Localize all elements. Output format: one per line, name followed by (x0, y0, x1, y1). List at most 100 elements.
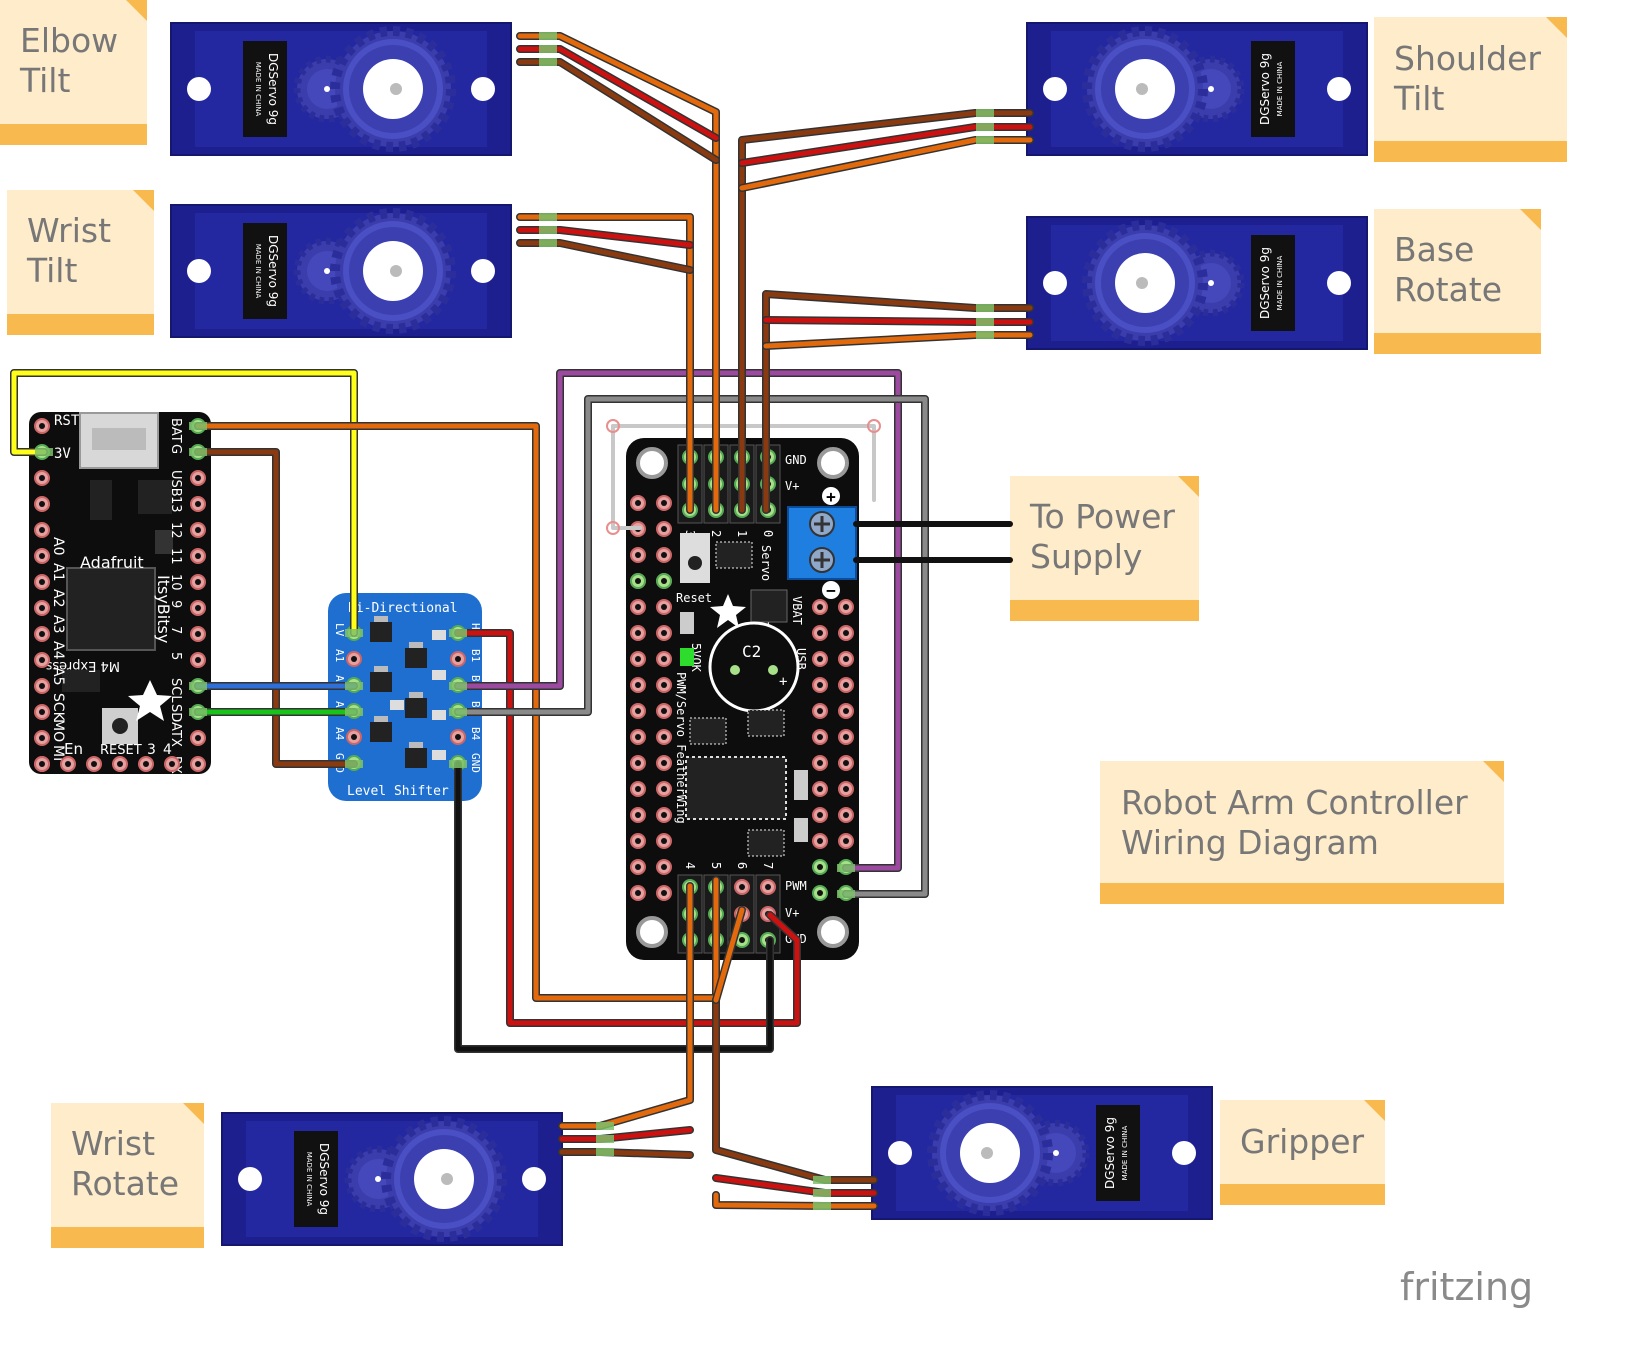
note-power-line2: Supply (1030, 537, 1142, 576)
featherwing-left-pin (656, 729, 672, 745)
svg-text:ItsyBitsy: ItsyBitsy (154, 575, 173, 643)
note-wrist-tilt-line1: Wrist (27, 211, 111, 250)
note-wrist-rotate: Wrist Rotate (51, 1103, 204, 1248)
featherwing-left-pin (656, 885, 672, 901)
svg-text:C2: C2 (742, 642, 761, 661)
shifter-left-pin (346, 651, 362, 667)
shifter-right-pin (450, 729, 466, 745)
itsybitsy-right-pin-label: SDA (168, 704, 183, 731)
wires (10, 32, 1034, 1210)
itsybitsy-right-pin-label: USB (168, 470, 183, 497)
featherwing-right-pin (812, 885, 828, 901)
svg-text:RESET: RESET (100, 743, 142, 758)
svg-text:−: − (826, 581, 836, 600)
featherwing-left-pin (630, 885, 646, 901)
itsybitsy-left-pin-label: A5 (50, 667, 66, 685)
itsybitsy-right-pin-label: 7 (168, 626, 183, 634)
itsybitsy-right-pin (190, 548, 206, 564)
featherwing-left-pin (656, 651, 672, 667)
itsybitsy-left-pin (34, 574, 50, 590)
servo-channel-label: 2 (709, 530, 723, 537)
shifter-right-pin (450, 651, 466, 667)
featherwing-left-pin (656, 755, 672, 771)
note-base-line2: Rotate (1394, 270, 1502, 309)
shifter-right-label: GND (469, 753, 482, 773)
featherwing-right-pin (838, 651, 854, 667)
itsybitsy-right-pin-label: SCL (168, 678, 183, 703)
note-gripper-line1: Gripper (1240, 1122, 1365, 1161)
featherwing-left-pin (656, 703, 672, 719)
svg-text:PWM/Servo FeatherWing: PWM/Servo FeatherWing (674, 672, 688, 824)
svg-text:V+: V+ (785, 479, 799, 493)
featherwing-right-pin (812, 781, 828, 797)
shifter-right-label: B1 (469, 649, 482, 662)
note-shoulder-line1: Shoulder (1394, 39, 1541, 78)
featherwing-right-pin (838, 807, 854, 823)
featherwing-left-pin (656, 807, 672, 823)
featherwing-right-pin (812, 651, 828, 667)
featherwing-right-pin (812, 755, 828, 771)
svg-text:RST: RST (54, 413, 80, 429)
itsybitsy-left-pin (34, 704, 50, 720)
itsybitsy-left-pin (34, 522, 50, 538)
itsybitsy-left-pin-label: SCK (50, 693, 66, 722)
featherwing-right-pin (838, 703, 854, 719)
featherwing-left-pin (630, 625, 646, 641)
svg-text:Level Shifter: Level Shifter (347, 784, 449, 799)
itsybitsy-left-pin-label: A2 (50, 589, 66, 607)
svg-text:MADE IN CHINA: MADE IN CHINA (305, 1152, 313, 1207)
servo-channel-label: 0 (761, 530, 775, 537)
note-shoulder-tilt: Shoulder Tilt (1374, 17, 1567, 162)
itsybitsy-right-pin (190, 626, 206, 642)
servo-base-rotate: DGServo 9g MADE IN CHINA (1027, 217, 1367, 349)
featherwing-left-pin (630, 495, 646, 511)
servo-elbow-tilt: DGServo 9g MADE IN CHINA (171, 23, 511, 155)
featherwing-right-pin (812, 807, 828, 823)
itsybitsy-left-pin (34, 678, 50, 694)
note-shoulder-line2: Tilt (1393, 79, 1444, 118)
featherwing-left-pin (630, 677, 646, 693)
servo-header-pin (734, 879, 750, 895)
shifter-left-pin (346, 729, 362, 745)
itsybitsy-left-pin-label: MI (50, 745, 66, 761)
servo-header-pin (760, 879, 776, 895)
itsybitsy-right-pin-label: 12 (168, 522, 183, 539)
itsybitsy-left-pin-label: MO (50, 719, 66, 742)
svg-text:PWM: PWM (785, 879, 807, 893)
shifter-left-label: A4 (333, 727, 346, 741)
svg-text:DGServo 9g: DGServo 9g (1258, 53, 1272, 125)
svg-text:Bi-Directional: Bi-Directional (348, 601, 458, 616)
pca9685-chip (685, 756, 787, 820)
svg-text:MADE IN CHINA: MADE IN CHINA (1276, 61, 1284, 116)
shifter-right-label: B4 (469, 727, 482, 741)
servo-channel-label: 6 (735, 862, 749, 869)
itsybitsy-right-pin-label: 10 (168, 574, 183, 591)
featherwing-left-pin (630, 703, 646, 719)
itsybitsy-left-pin-label: A4 (50, 641, 66, 660)
featherwing-left-pin (656, 599, 672, 615)
featherwing-left-pin (656, 521, 672, 537)
itsybitsy-m4-board: RST 3V Adafruit ItsyBitsy M4 Express A0A… (29, 412, 211, 774)
wire-end-markers (35, 32, 994, 1210)
svg-text:MADE IN CHINA: MADE IN CHINA (254, 62, 262, 117)
featherwing-left-pin (656, 495, 672, 511)
note-elbow-line2: Tilt (19, 61, 70, 100)
itsybitsy-bottom-pin (164, 756, 180, 772)
svg-text:DGServo 9g: DGServo 9g (266, 53, 280, 125)
itsybitsy-right-pin-label: 11 (168, 548, 183, 565)
svg-text:+: + (826, 487, 836, 506)
featherwing-left-pin (630, 807, 646, 823)
svg-text:DGServo 9g: DGServo 9g (266, 235, 280, 307)
featherwing-right-pin (812, 599, 828, 615)
itsybitsy-left-pin-label: A3 (50, 615, 66, 633)
itsybitsy-right-pin-label: TX (168, 729, 183, 747)
featherwing-left-pin (630, 859, 646, 875)
plus-terminal-icon (822, 487, 840, 505)
svg-text:MADE IN CHINA: MADE IN CHINA (1121, 1125, 1129, 1180)
svg-text:MADE IN CHINA: MADE IN CHINA (1276, 255, 1284, 310)
note-elbow-line1: Elbow (20, 21, 118, 60)
featherwing-left-pin (630, 599, 646, 615)
